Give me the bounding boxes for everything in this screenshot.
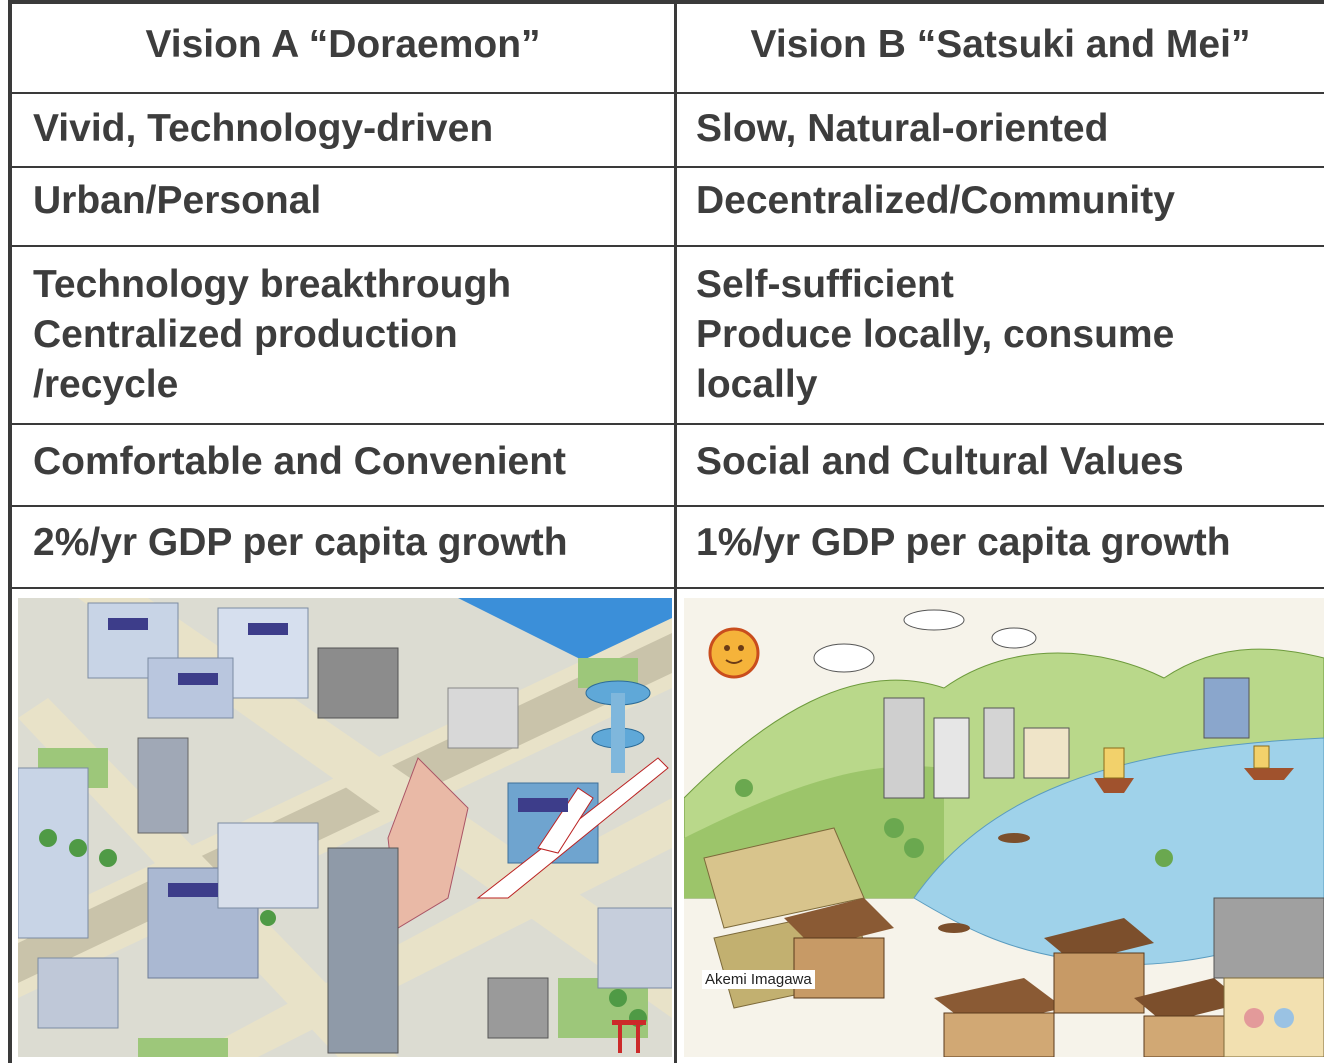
row-divider <box>8 587 1324 589</box>
cell-a-values: Comfortable and Convenient <box>33 440 567 483</box>
village-illustration: Akemi Imagawa <box>684 598 1324 1057</box>
table-divider-center <box>674 0 677 1063</box>
cell-a-style: Vivid, Technology-driven <box>33 107 494 150</box>
header-vision-b: Vision B “Satsuki and Mei” <box>750 23 1251 66</box>
cell-b-scale: Decentralized/Community <box>696 179 1175 222</box>
cell-b-growth: 1%/yr GDP per capita growth <box>696 521 1231 564</box>
table-border-top <box>8 0 1324 4</box>
cell-a-scale: Urban/Personal <box>33 179 322 222</box>
row-divider <box>8 505 1324 507</box>
table-border-left <box>8 0 12 1063</box>
cell-b-style: Slow, Natural-oriented <box>696 107 1109 150</box>
cell-a-production: Technology breakthrough Centralized prod… <box>33 263 512 406</box>
row-divider <box>8 245 1324 247</box>
row-divider <box>8 166 1324 168</box>
cell-b-values: Social and Cultural Values <box>696 440 1184 483</box>
city-illustration <box>18 598 672 1057</box>
row-divider <box>8 92 1324 94</box>
row-divider <box>8 423 1324 425</box>
header-vision-a: Vision A “Doraemon” <box>145 23 541 66</box>
cell-b-production: Self-sufficient Produce locally, consume… <box>696 263 1175 406</box>
image-credit: Akemi Imagawa <box>702 970 815 989</box>
cell-a-growth: 2%/yr GDP per capita growth <box>33 521 568 564</box>
